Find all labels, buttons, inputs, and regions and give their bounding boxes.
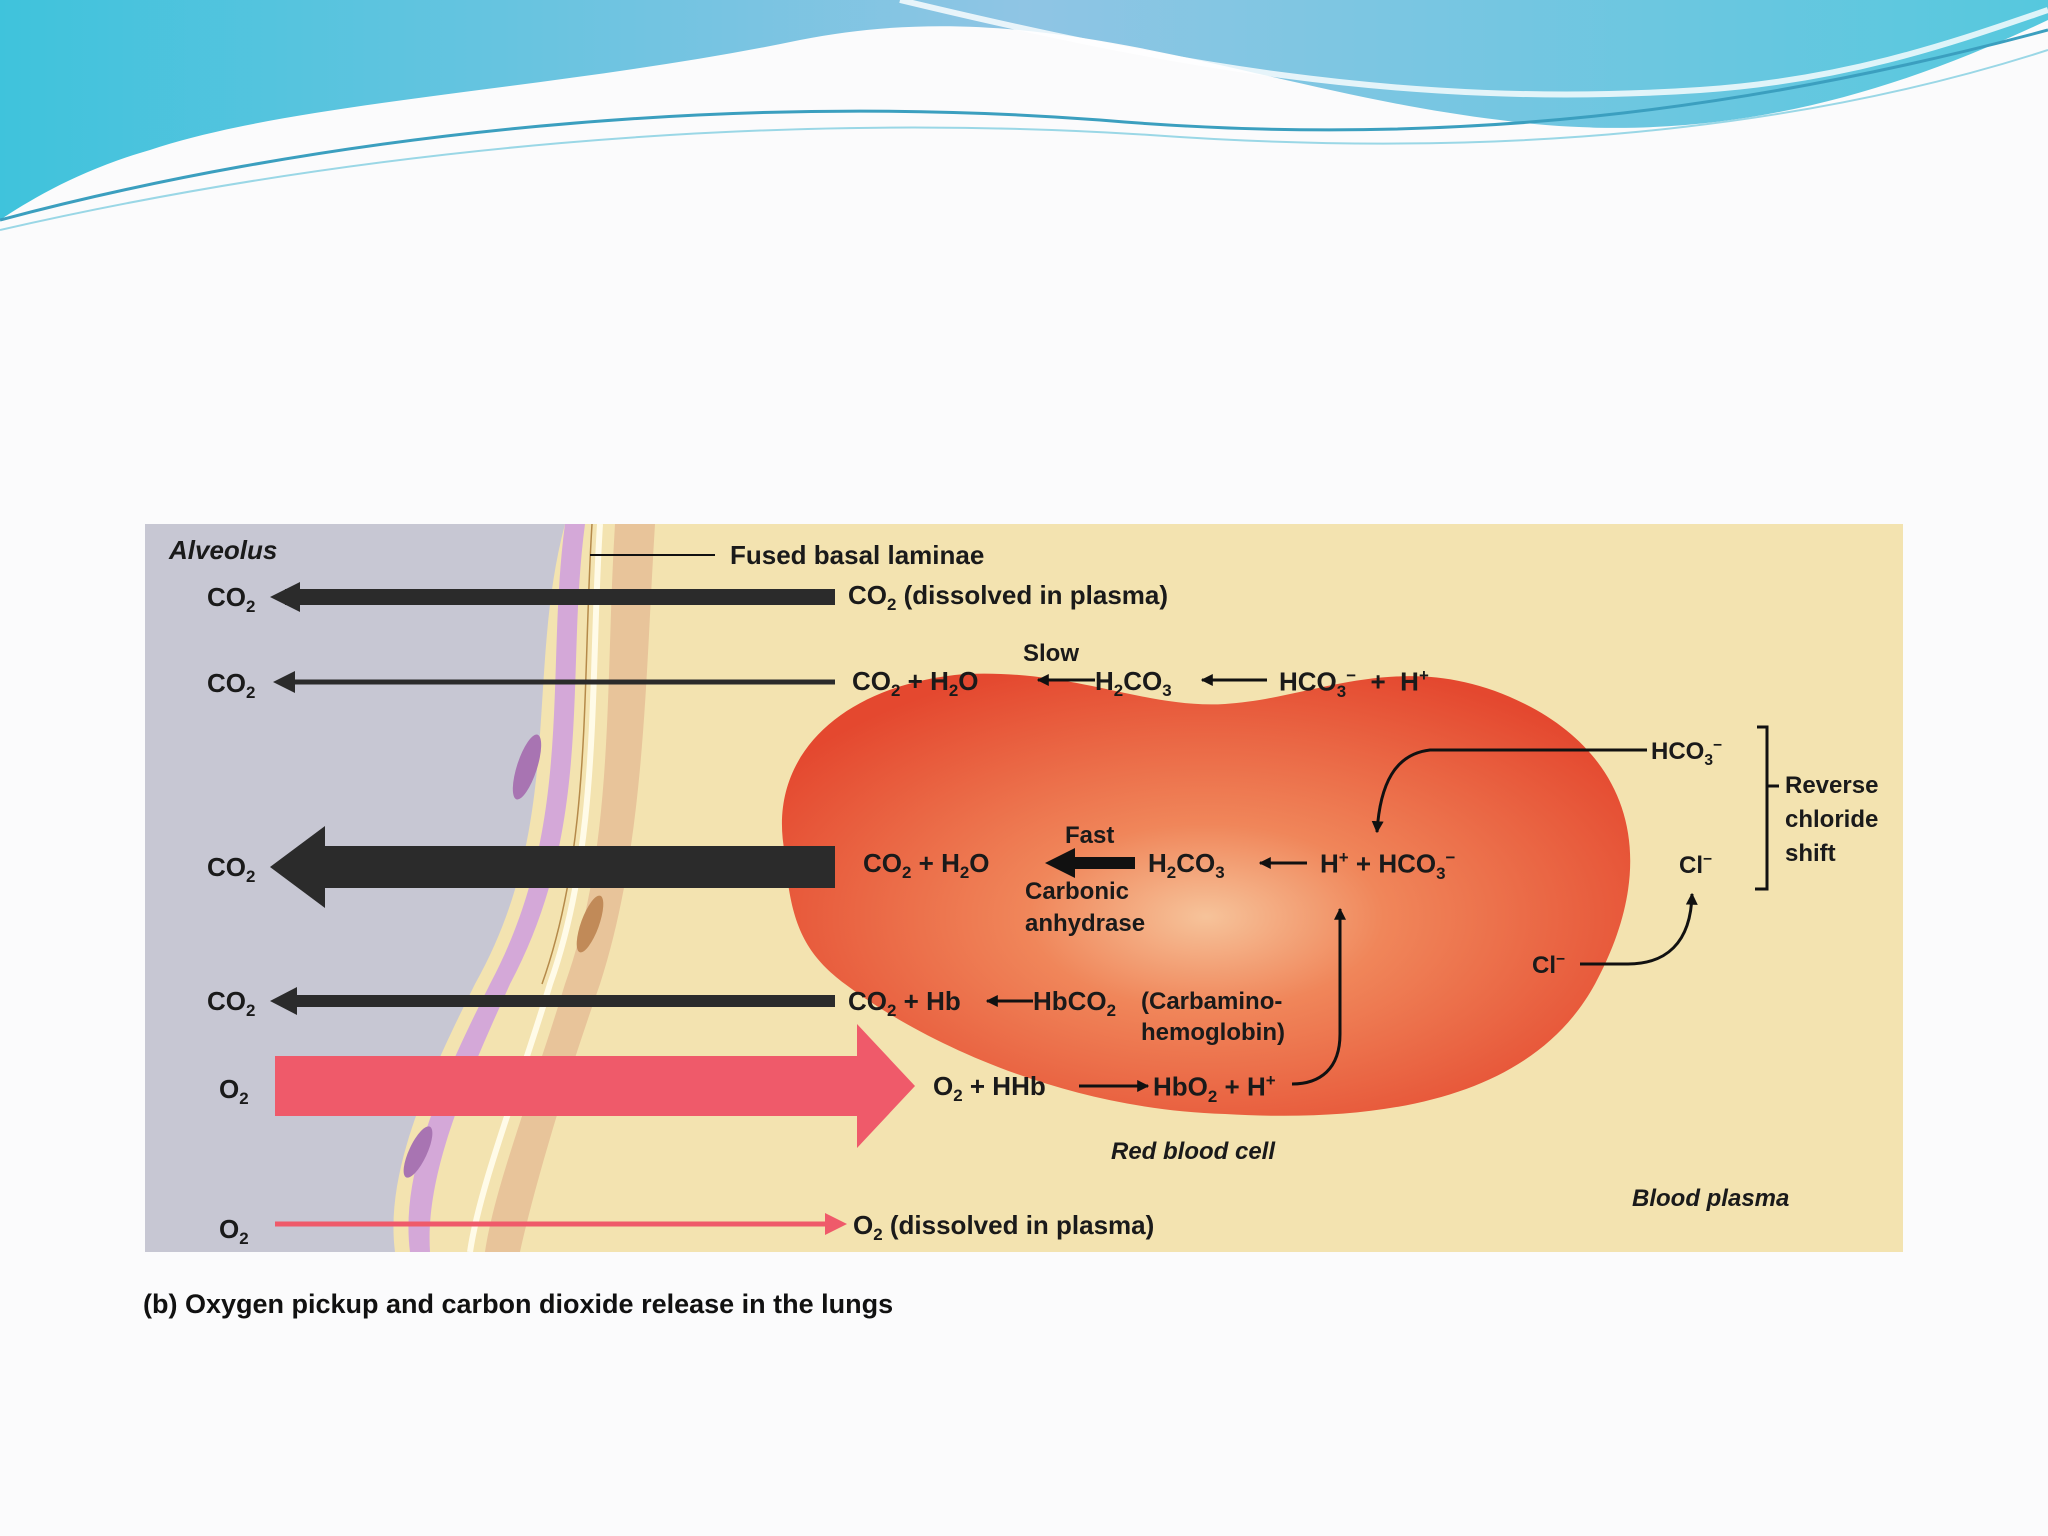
shift-label: shift — [1785, 840, 1836, 867]
slow-label: Slow — [1023, 640, 1080, 667]
gas-exchange-diagram: Alveolus Fused basal laminae CO2 CO2 CO2… — [145, 524, 1903, 1252]
cl-plasma: Cl− — [1679, 851, 1713, 879]
diagram-graphics — [145, 524, 1779, 1252]
co2-label-3: CO2 — [207, 852, 256, 887]
h-hco3-rbc: H+ + HCO3− — [1320, 848, 1456, 883]
h2co3-rbc: H2CO3 — [1148, 848, 1225, 883]
co2-label-1: CO2 — [207, 582, 256, 617]
anhydrase-label: anhydrase — [1025, 910, 1146, 937]
o2-label-1: O2 — [219, 1074, 249, 1109]
top-wave-banner — [0, 0, 2048, 231]
red-blood-cell — [781, 673, 1631, 1116]
o2-hhb-label: O2 + HHb — [933, 1071, 1046, 1106]
o2-label-2: O2 — [219, 1214, 249, 1249]
fast-label: Fast — [1065, 822, 1115, 849]
co2-label-2: CO2 — [207, 668, 256, 703]
h2co3-plasma: H2CO3 — [1095, 666, 1172, 701]
carbamino-label-1: (Carbamino- — [1141, 988, 1283, 1015]
carbamino-label-2: hemoglobin) — [1141, 1019, 1285, 1046]
co2-h2o-rbc: CO2 + H2O — [863, 848, 990, 883]
capillary-endothelium — [485, 524, 655, 1252]
co2-hb-label: CO2 + Hb — [848, 986, 961, 1021]
hco3-h-plasma: HCO3− + H+ — [1279, 666, 1429, 701]
co2-h2o-plasma: CO2 + H2O — [852, 666, 979, 701]
carbonic-label: Carbonic — [1025, 878, 1130, 905]
chloride-label: chloride — [1785, 806, 1879, 833]
cl-rbc: Cl− — [1532, 951, 1566, 979]
blood-plasma-label: Blood plasma — [1632, 1185, 1790, 1212]
o2-dissolved-label: O2 (dissolved in plasma) — [853, 1210, 1155, 1245]
hco3-plasma-shift: HCO3− — [1651, 737, 1723, 769]
hbo2-h-label: HbO2 + H+ — [1153, 1071, 1276, 1106]
figure-caption: (b) Oxygen pickup and carbon dioxide rel… — [143, 1289, 894, 1319]
o2-arrow-large — [275, 1056, 875, 1116]
hbco2-label: HbCO2 — [1033, 986, 1117, 1021]
co2-arrow-large — [320, 846, 835, 888]
co2-label-4: CO2 — [207, 986, 256, 1021]
red-blood-cell-label: Red blood cell — [1111, 1138, 1276, 1165]
alveolus-label: Alveolus — [169, 535, 278, 565]
co2-dissolved-label: CO2 (dissolved in plasma) — [848, 580, 1169, 615]
reverse-label: Reverse — [1785, 772, 1879, 799]
fused-basal-laminae-label: Fused basal laminae — [730, 540, 985, 570]
